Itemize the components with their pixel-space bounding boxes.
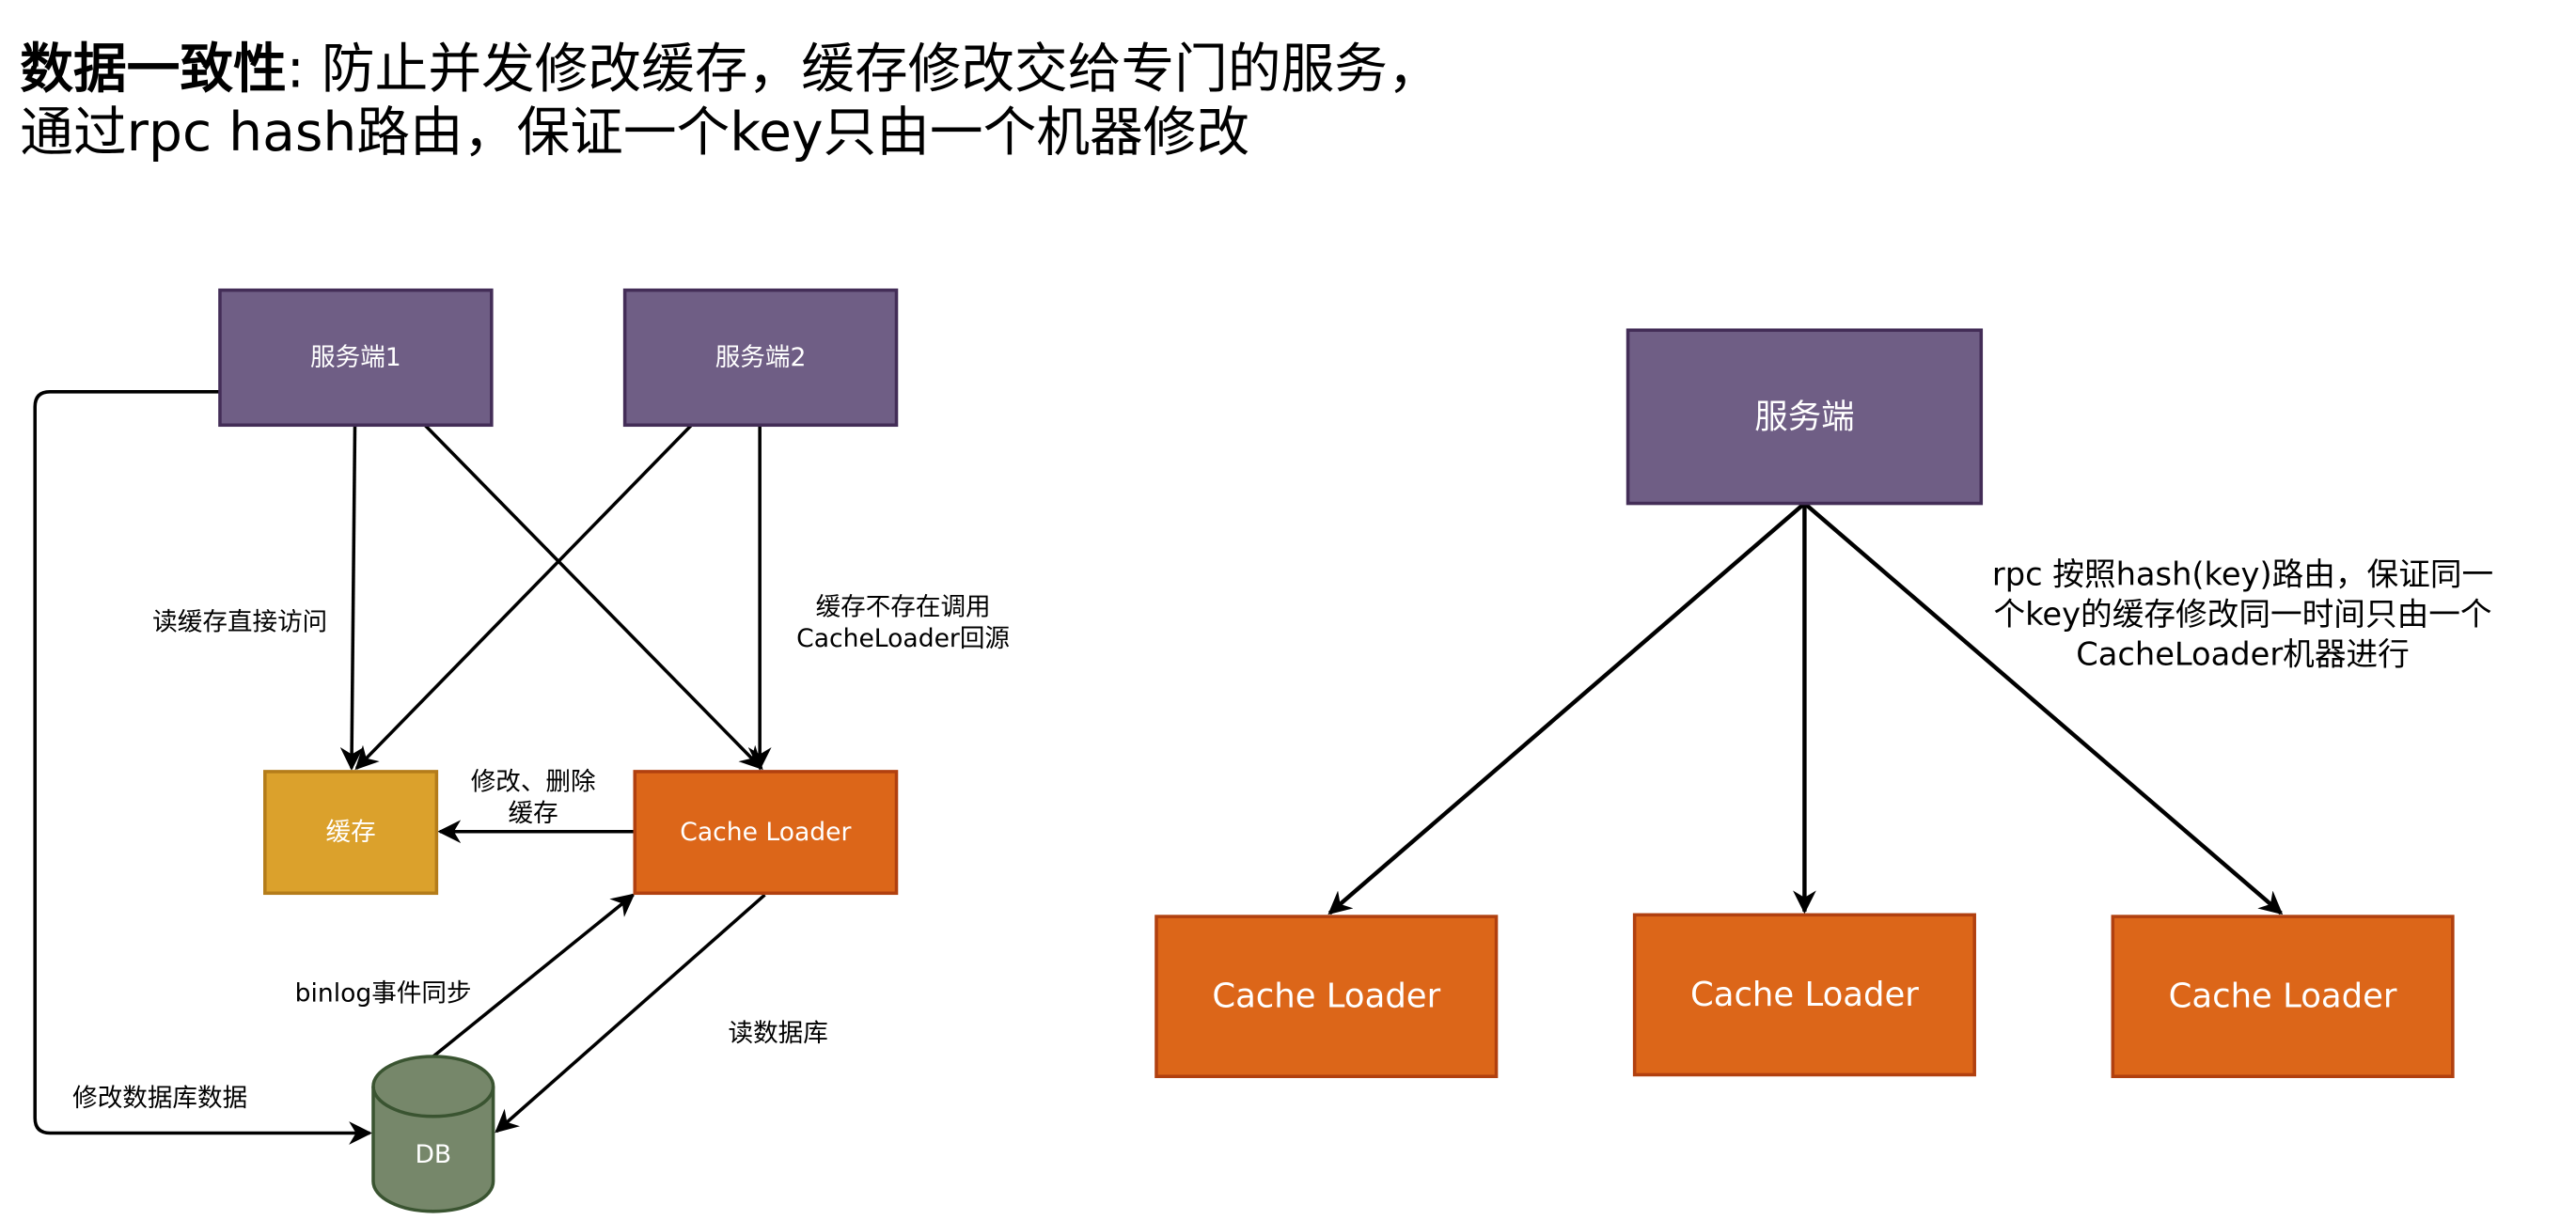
node-server2[interactable]: 服务端2 [622, 288, 899, 428]
label-modify-cache-2: 缓存 [509, 799, 558, 828]
edge-server2-to-cache [354, 424, 693, 771]
node-loader-1[interactable]: Cache Loader [1154, 915, 1499, 1079]
node-cache[interactable]: 缓存 [263, 770, 439, 896]
edge-server-to-loader-3 [1802, 501, 2284, 915]
node-db-label: DB [415, 1140, 451, 1169]
label-read-cache: 读缓存直接访问 [152, 607, 327, 636]
node-server-label: 服务端 [1754, 398, 1854, 436]
svg-text:数据一致性: 防止并发修改缓存，缓存修改交给专门的服务，: 数据一致性: 防止并发修改缓存，缓存修改交给专门的服务， [20, 38, 1440, 100]
edge-server1-to-cache [339, 425, 364, 771]
title-line2: 通过rpc hash路由，保证一个key只由一个机器修改 [20, 102, 1249, 164]
node-db[interactable]: DB [371, 1055, 495, 1213]
left-diagram: 读缓存直接访问 缓存不存在调用 CacheLoader回源 修改、删除 缓存 b… [33, 288, 1010, 1213]
node-server[interactable]: 服务端 [1626, 328, 1984, 506]
title-bold: 数据一致性 [20, 38, 287, 100]
node-loader-2[interactable]: Cache Loader [1632, 913, 1976, 1077]
edge-server-to-loader-1 [1327, 501, 1806, 915]
label-rpc-2: 个key的缓存修改同一时间只由一个 [1993, 596, 2491, 633]
edge-db-to-loader [432, 893, 636, 1058]
node-loader-3[interactable]: Cache Loader [2111, 915, 2455, 1079]
edge-server1-to-loader [423, 424, 763, 771]
node-server2-label: 服务端2 [715, 343, 807, 372]
label-modify-db: 修改数据库数据 [72, 1084, 247, 1113]
node-loader-1-label: Cache Loader [1212, 978, 1440, 1016]
node-cache-loader-label: Cache Loader [680, 818, 851, 847]
label-cache-miss-1: 缓存不存在调用 [816, 592, 991, 621]
page-title: 数据一致性: 防止并发修改缓存，缓存修改交给专门的服务， 通过rpc hash路… [20, 38, 1440, 163]
edge-server1-to-db [33, 390, 372, 1145]
node-server1-label: 服务端1 [310, 343, 401, 372]
label-rpc-3: CacheLoader机器进行 [2076, 635, 2410, 672]
title-line1: : 防止并发修改缓存，缓存修改交给专门的服务， [287, 38, 1441, 100]
label-cache-miss-2: CacheLoader回源 [796, 624, 1010, 653]
label-binlog: binlog事件同步 [295, 978, 472, 1008]
right-diagram: rpc 按照hash(key)路由，保证同一 个key的缓存修改同一时间只由一个… [1154, 328, 2493, 1079]
node-loader-2-label: Cache Loader [1690, 976, 1919, 1014]
node-cache-label: 缓存 [325, 818, 375, 847]
label-rpc-1: rpc 按照hash(key)路由，保证同一 [1992, 555, 2493, 592]
node-loader-3-label: Cache Loader [2169, 978, 2397, 1016]
node-server1[interactable]: 服务端1 [218, 288, 494, 428]
label-read-db: 读数据库 [729, 1019, 828, 1048]
label-modify-cache-1: 修改、删除 [471, 767, 596, 796]
edge-loader-to-db [495, 893, 766, 1134]
node-cache-loader[interactable]: Cache Loader [633, 770, 899, 896]
